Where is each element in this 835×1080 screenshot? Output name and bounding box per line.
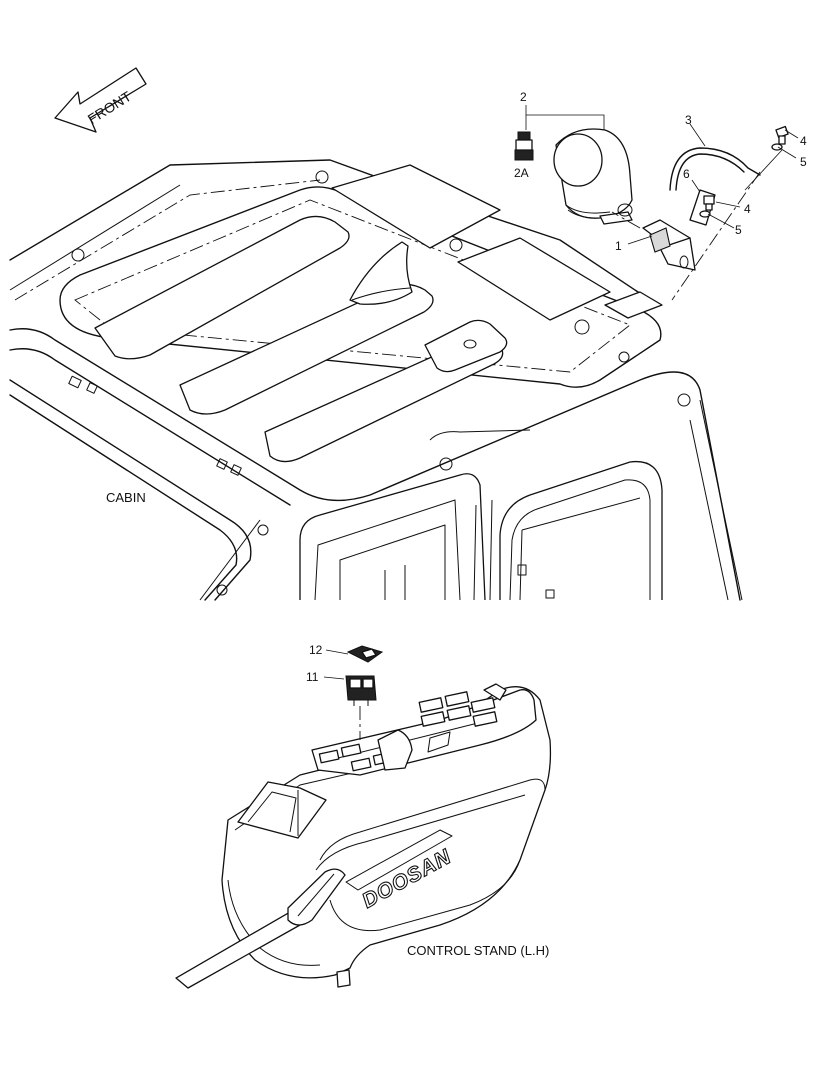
cabin-roof-drawing [9,159,743,601]
callout-2a: 2A [514,166,529,180]
callout-4-upper: 4 [800,134,807,148]
beacon-lamp [553,128,633,225]
beacon-bulb [514,131,534,161]
callout-6: 6 [683,167,690,181]
beacon-mount-bracket [642,219,696,271]
callout-12: 12 [309,643,323,657]
callout-2: 2 [520,90,527,104]
callout-3: 3 [685,113,692,127]
control-stand-caption: CONTROL STAND (L.H) [407,943,549,958]
beacon-cable [669,147,761,191]
bolt-upper [775,125,789,145]
front-arrow: FRONT [54,67,147,133]
rocker-switch [345,675,377,706]
switch-cap [346,645,384,663]
callout-11: 11 [306,670,319,684]
bolt-lower [703,195,715,211]
callout-5-upper: 5 [800,155,807,169]
callout-1: 1 [615,239,622,253]
cabin-caption: CABIN [106,490,146,505]
safety-lever [175,868,346,989]
beacon-assembly [514,125,789,301]
washer-upper [771,143,783,151]
cabin-callout-leaders [525,105,799,245]
callout-4-lower: 4 [744,202,751,216]
callout-5-lower: 5 [735,223,742,237]
washer-lower [699,210,711,218]
